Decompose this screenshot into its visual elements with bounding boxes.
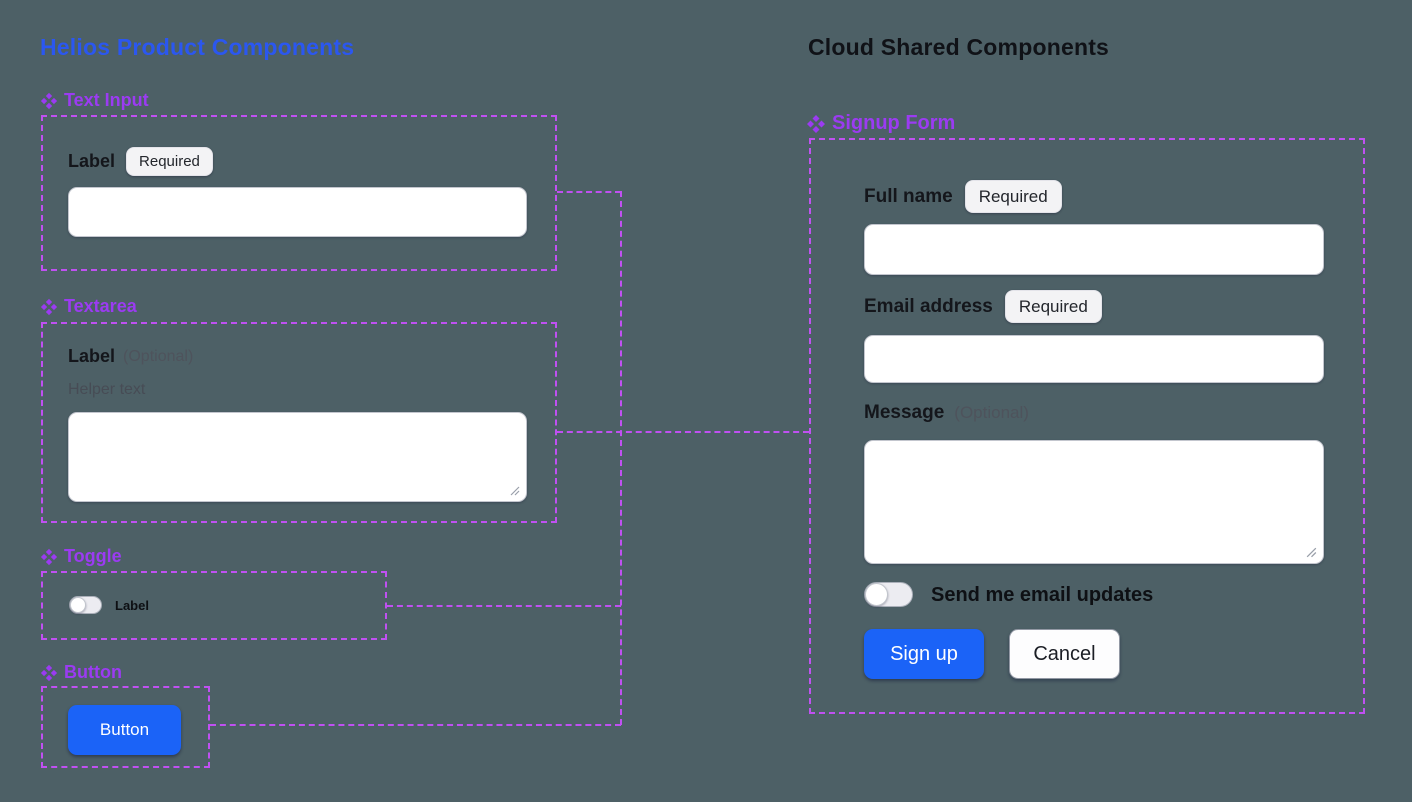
component-label-text: Textarea	[64, 296, 137, 316]
full-name-input[interactable]	[864, 224, 1324, 275]
email-input[interactable]	[864, 335, 1324, 383]
component-frame-textarea[interactable]: Label (Optional) Helper text	[41, 322, 557, 523]
field-label: Label	[68, 346, 116, 366]
component-frame-toggle[interactable]: Label	[41, 571, 387, 640]
component-label-textarea[interactable]: Textarea	[40, 296, 137, 317]
resize-handle-icon[interactable]	[1305, 546, 1318, 559]
message-label: Message	[864, 402, 945, 423]
right-panel-title: Cloud Shared Components	[808, 34, 1110, 60]
component-icon	[40, 92, 58, 109]
field-label: Label	[68, 151, 116, 171]
component-label-text: Toggle	[64, 546, 122, 566]
component-icon	[40, 664, 58, 681]
email-updates-toggle[interactable]	[864, 582, 913, 607]
connector-textarea	[557, 431, 809, 433]
sign-up-button[interactable]: Sign up	[864, 629, 984, 679]
required-badge: Required	[126, 147, 213, 176]
connector-button	[210, 724, 621, 726]
component-label-text: Button	[64, 662, 122, 682]
component-label-text: Text Input	[64, 90, 149, 110]
required-badge: Required	[964, 180, 1062, 213]
component-label-text-input[interactable]: Text Input	[40, 90, 149, 111]
optional-hint: (Optional)	[954, 403, 1029, 422]
toggle-switch[interactable]	[69, 596, 102, 614]
textarea-field[interactable]	[68, 412, 527, 502]
left-panel-title: Helios Product Components	[40, 34, 355, 60]
full-name-label: Full name	[864, 185, 953, 207]
optional-hint: (Optional)	[123, 347, 194, 365]
connector-text-input	[557, 191, 621, 193]
component-icon	[40, 548, 58, 565]
component-icon	[40, 298, 58, 315]
toggle-knob[interactable]	[865, 583, 888, 606]
email-label: Email address	[864, 295, 993, 317]
resize-handle-icon[interactable]	[509, 485, 521, 497]
component-frame-signup-form[interactable]: Full name Required Email address Require…	[809, 138, 1365, 714]
component-frame-button[interactable]: Button	[41, 686, 210, 768]
required-badge: Required	[1004, 290, 1102, 323]
toggle-label: Label	[115, 598, 149, 613]
component-label-button[interactable]: Button	[40, 662, 122, 683]
component-label-text: Signup Form	[832, 112, 956, 134]
component-label-toggle[interactable]: Toggle	[40, 546, 122, 567]
text-input-field[interactable]	[68, 187, 527, 237]
sample-button[interactable]: Button	[68, 705, 181, 755]
connector-trunk	[620, 191, 622, 725]
connector-toggle	[387, 605, 621, 607]
component-frame-text-input[interactable]: Label Required	[41, 115, 557, 271]
component-label-signup-form[interactable]: Signup Form	[806, 112, 955, 135]
toggle-knob[interactable]	[70, 597, 86, 613]
helper-text: Helper text	[68, 381, 146, 398]
message-textarea[interactable]	[864, 440, 1324, 564]
email-updates-label: Send me email updates	[931, 584, 1154, 606]
cancel-button[interactable]: Cancel	[1009, 629, 1120, 679]
component-icon	[807, 114, 825, 133]
